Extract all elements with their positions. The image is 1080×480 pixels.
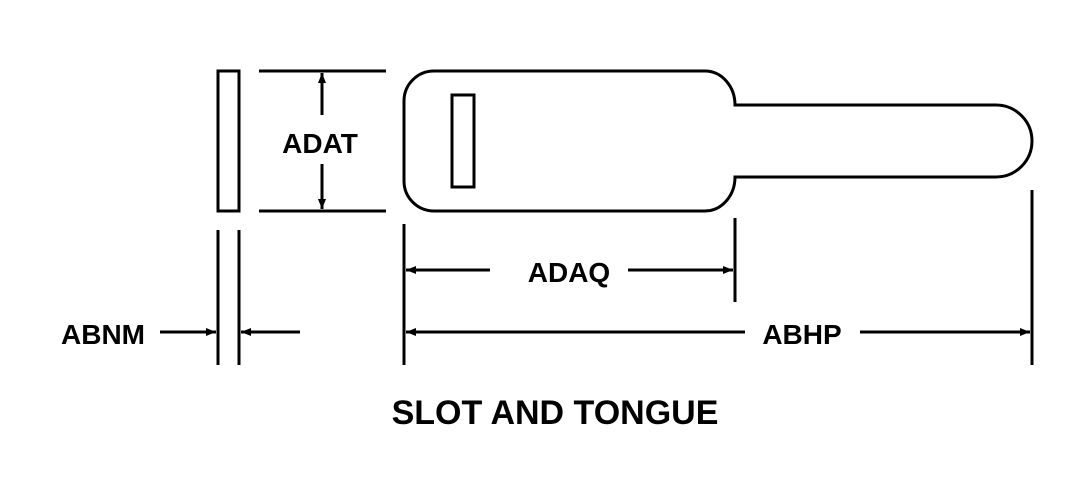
label-abhp: ABHP <box>762 319 841 350</box>
slot <box>450 93 476 189</box>
diagram-title: SLOT AND TONGUE <box>392 394 719 432</box>
label-adat: ADAT <box>282 128 358 159</box>
tongue-part-outline <box>402 69 1034 213</box>
edge-view-part <box>216 69 241 213</box>
label-adaq: ADAQ <box>528 257 610 288</box>
label-abnm: ABNM <box>61 319 145 350</box>
